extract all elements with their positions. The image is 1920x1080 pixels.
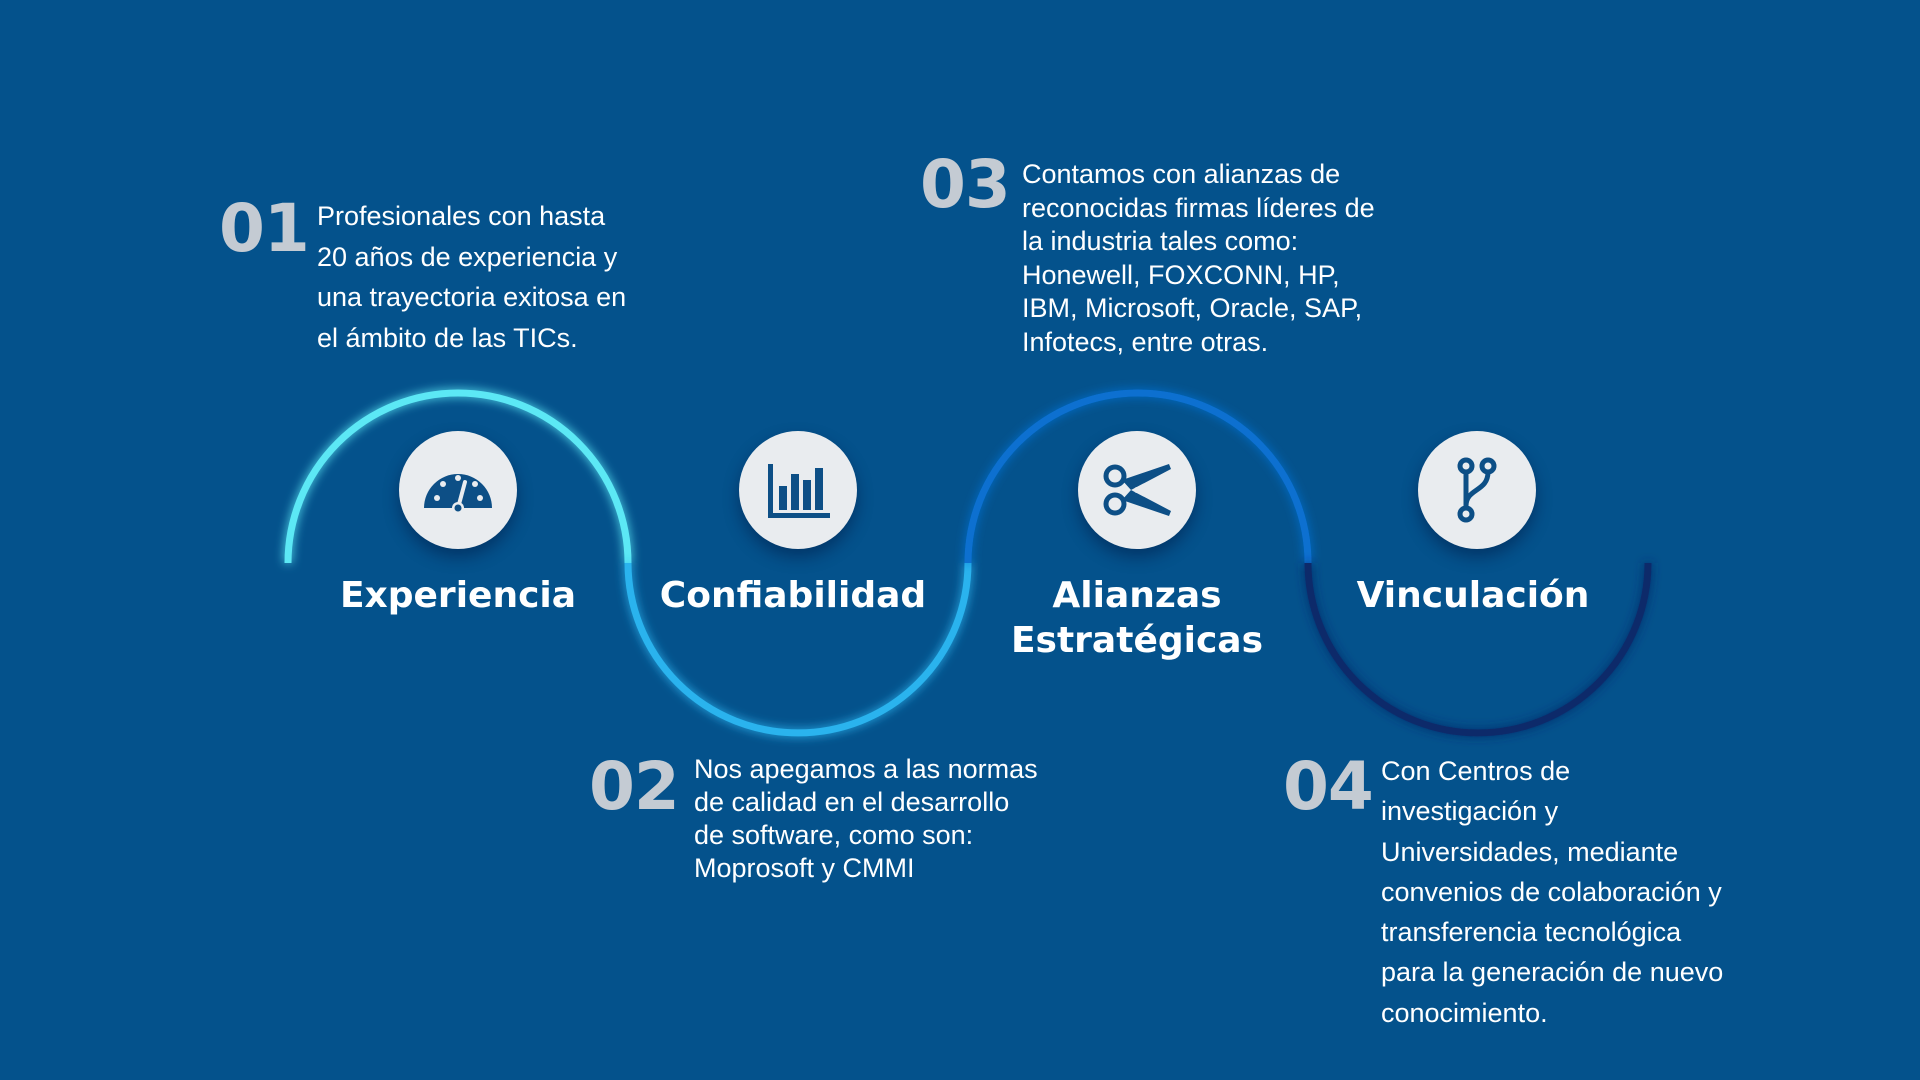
scissors-icon — [1103, 464, 1171, 516]
arc-confiabilidad — [624, 562, 972, 737]
bar-chart-icon — [768, 464, 830, 518]
arc-experiencia — [284, 389, 632, 564]
confiabilidad-description: Nos apegamos a las normas de calidad en … — [694, 754, 1038, 883]
arc-vinculacion — [1304, 562, 1652, 737]
alianzas-title: Alianzas Estratégicas — [1010, 575, 1264, 661]
vinculacion-description: Con Centros de investigación y Universid… — [1381, 756, 1724, 1028]
speedometer-icon — [424, 474, 492, 514]
step-number-04: 04 — [1283, 748, 1374, 825]
confiabilidad-title: Confiabilidad — [659, 575, 927, 616]
alianzas-icon-circle — [1078, 431, 1196, 549]
alianzas-description: Contamos con alianzas de reconocidas fir… — [1022, 159, 1375, 357]
vinculacion-icon-circle — [1418, 431, 1536, 549]
confiabilidad-icon-circle — [739, 431, 857, 549]
step-number-03: 03 — [920, 146, 1011, 223]
vinculacion-title: Vinculación — [1356, 575, 1590, 616]
experiencia-icon-circle — [399, 431, 517, 549]
experiencia-description: Profesionales con hasta 20 años de exper… — [317, 201, 627, 353]
git-branch-icon — [1457, 457, 1497, 523]
step-number-02: 02 — [589, 748, 680, 825]
experiencia-title: Experiencia — [339, 575, 577, 616]
arc-alianzas — [964, 389, 1312, 564]
step-number-01: 01 — [219, 190, 310, 267]
